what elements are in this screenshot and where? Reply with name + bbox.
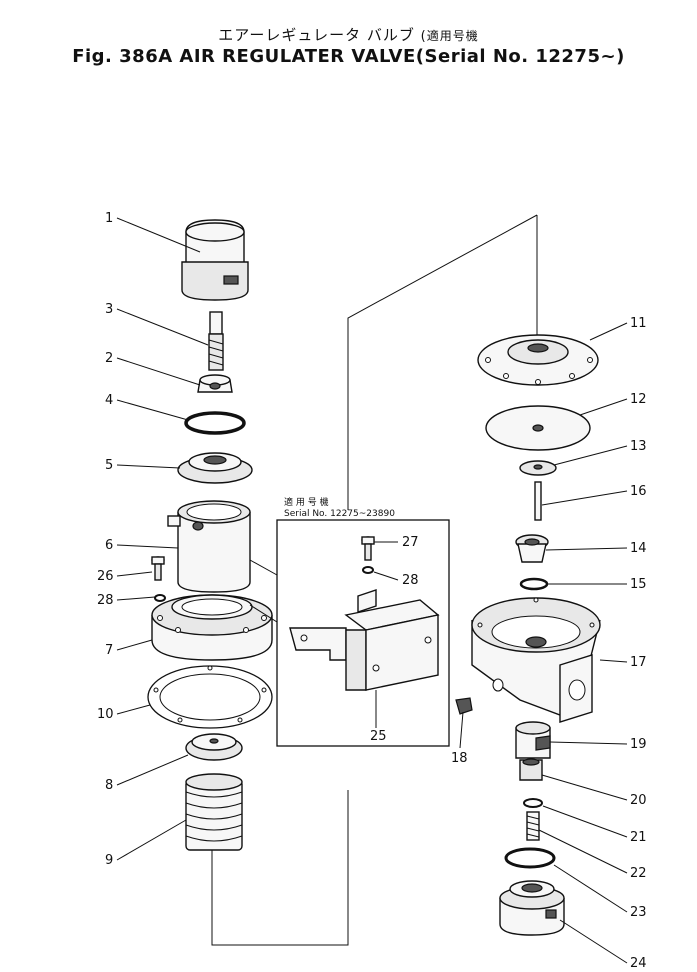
callout-20: 20 <box>630 793 647 808</box>
title-japanese: エアーレギュレータ バルブ (適用号機 <box>218 26 479 44</box>
inset-serial: Serial No. 12275~23890 <box>284 509 395 519</box>
callout-26: 26 <box>97 569 114 584</box>
callout-18: 18 <box>451 751 468 766</box>
callout-23: 23 <box>630 905 647 920</box>
part-22-spring <box>526 811 540 841</box>
part-23-oring <box>504 847 556 869</box>
callout-24: 24 <box>630 956 647 971</box>
callout-16: 16 <box>630 484 647 499</box>
part-11-cover <box>477 334 599 386</box>
part-17-body <box>471 597 601 723</box>
part-16-pin <box>534 481 542 521</box>
part-1-cap <box>181 219 249 301</box>
part-10-gasket <box>147 665 273 729</box>
part-26-bolt <box>151 556 165 581</box>
callout-14: 14 <box>630 541 647 556</box>
callout-17: 17 <box>630 655 647 670</box>
part-13-washer <box>519 460 557 476</box>
part-4-oring <box>184 411 246 435</box>
part-9-spring <box>185 773 243 851</box>
callout-9: 9 <box>105 853 113 868</box>
callout-25: 25 <box>370 729 387 744</box>
assembly-lines <box>211 214 538 946</box>
callout-19: 19 <box>630 737 647 752</box>
part-2-nut <box>197 374 233 393</box>
title-english: Fig. 386A AIR REGULATER VALVE(Serial No.… <box>72 46 625 67</box>
part-15-oring <box>519 577 549 591</box>
callout-12: 12 <box>630 392 647 407</box>
part-20-valve <box>519 758 543 781</box>
callout-11: 11 <box>630 316 647 331</box>
callout-22: 22 <box>630 866 647 881</box>
callout-1: 1 <box>105 211 113 226</box>
callout-8: 8 <box>105 778 113 793</box>
callout-3: 3 <box>105 302 113 317</box>
inset-box <box>249 519 450 747</box>
callout-2: 2 <box>105 351 113 366</box>
part-12-diaphragm <box>485 405 591 451</box>
callout-15: 15 <box>630 577 647 592</box>
callout-labels: 1 3 2 4 5 6 26 28 7 10 8 9 11 12 13 16 1… <box>97 211 647 971</box>
callout-13: 13 <box>630 439 647 454</box>
part-3-screw <box>208 311 224 371</box>
part-18-plug <box>455 697 473 715</box>
part-6-cylinder <box>167 500 251 593</box>
part-24-plug <box>499 880 565 936</box>
part-14-valve-seat <box>515 534 549 563</box>
callout-28-left: 28 <box>97 593 114 608</box>
inset-applicability: 適 用 号 機 <box>284 496 329 508</box>
callout-27: 27 <box>402 535 419 550</box>
part-5-seat <box>177 452 253 484</box>
callout-6: 6 <box>105 538 113 553</box>
callout-4: 4 <box>105 393 113 408</box>
part-19-guide <box>515 721 551 759</box>
part-28-washer-left <box>154 594 166 602</box>
callout-10: 10 <box>97 707 114 722</box>
part-21-ring <box>523 798 543 808</box>
serial-range: Serial No. 12275~ <box>424 46 617 67</box>
callout-21: 21 <box>630 830 647 845</box>
part-8-spring-seat <box>185 733 243 761</box>
leader-lines <box>116 217 628 964</box>
callout-5: 5 <box>105 458 113 473</box>
callout-7: 7 <box>105 643 113 658</box>
part-7-flange <box>151 594 273 661</box>
callout-28-inset: 28 <box>402 573 419 588</box>
